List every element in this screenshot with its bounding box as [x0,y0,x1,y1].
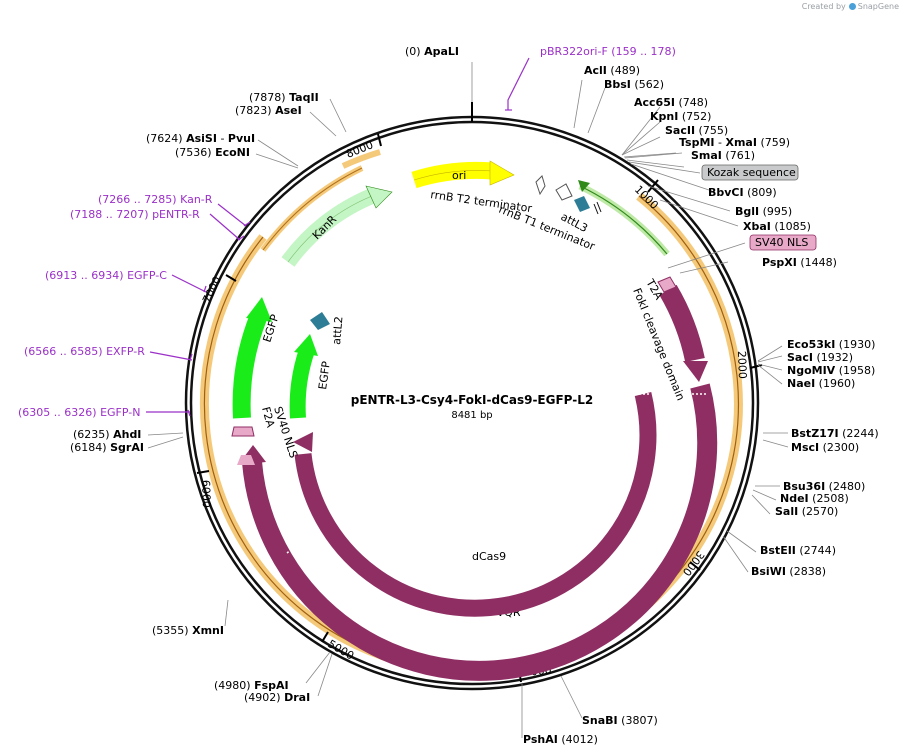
watermark-brand: SnapGene [857,2,899,11]
site-taqii: (7878) TaqII [249,91,319,104]
site-econi: (7536) EcoNI [175,146,250,159]
primer-labels: pBR322ori-F (159 .. 178) (7266 .. 7285) … [18,45,676,419]
kanr-feature: KanR [281,185,393,267]
primer-kan-r: (7266 .. 7285) Kan-R [98,193,213,206]
dcas9-label: dCas9 [472,550,506,563]
site-tspmi-xmai: TspMI - XmaI (759) [679,136,790,149]
primer-pbr322ori-f: pBR322ori-F (159 .. 178) [540,45,676,58]
attl2-feature: attL2 [310,312,345,345]
egfp-inner-feature: EGFP [289,334,333,419]
site-eco53ki: Eco53kI (1930) [787,338,875,351]
site-apali: (0) ApaLI [405,45,459,58]
ori-feature: ori [411,160,515,189]
sv40-nls-box: SV40 NLS [749,234,817,251]
sv40-nls-box-label: SV40 NLS [755,236,808,249]
site-ngomiv: NgoMIV (1958) [787,364,875,377]
kozak-label: Kozak sequence [707,166,796,179]
site-bbvci: BbvCI (809) [708,186,777,199]
attl2-label: attL2 [330,316,345,346]
site-naei: NaeI (1960) [787,377,855,390]
primer-exfp-r: (6566 .. 6585) EXFP-R [24,345,145,358]
site-acc65i: Acc65I (748) [634,96,708,109]
ori-label: ori [452,169,466,182]
dcas9-feature: dCas9 [293,391,657,617]
site-leader-lines [147,62,789,738]
site-snabi: SnaBI (3807) [582,714,658,727]
tick-label-6000: 6000 [199,480,213,508]
snapgene-watermark: Created by SnapGene [802,2,899,11]
primer-pentr-r: (7188 .. 7207) pENTR-R [70,208,200,221]
primer-egfp-n: (6305 .. 6326) EGFP-N [18,406,140,419]
primer-egfp-c: (6913 .. 6934) EGFP-C [45,269,167,282]
site-bstz17i: BstZ17I (2244) [791,427,879,440]
plasmid-name: pENTR-L3-Csy4-FokI-dCas9-EGFP-L2 [351,393,593,407]
site-fspai: (4980) FspAI [214,679,289,692]
site-asisi-pvui: (7624) AsiSI - PvuI [146,132,255,145]
site-drai: (4902) DraI [244,691,310,704]
site-sgrai: (6184) SgrAI [70,441,144,454]
site-acli: AclI (489) [584,64,640,77]
f2a-label: F2A [259,405,277,429]
site-ahdi: (6235) AhdI [73,428,141,441]
site-bbsi: BbsI (562) [604,78,664,91]
site-xmni: (5355) XmnI [152,624,224,637]
site-sali: SalI (2570) [775,505,838,518]
site-labels: (0) ApaLI AclI (489) BbsI (562) Acc65I (… [70,45,879,746]
site-pshai: PshAI (4012) [523,733,598,746]
site-bsteii: BstEII (2744) [760,544,836,557]
egfp-inner-label: EGFP [316,360,333,390]
site-saci: SacI (1932) [787,351,853,364]
plasmid-title: pENTR-L3-Csy4-FokI-dCas9-EGFP-L2 8481 bp [351,393,593,421]
site-bsu36i: Bsu36I (2480) [783,480,865,493]
site-sacii: SacII (755) [665,124,728,137]
site-bsiwi: BsiWI (2838) [751,565,826,578]
site-kpni: KpnI (752) [650,110,711,123]
site-msci: MscI (2300) [791,441,859,454]
site-ndei: NdeI (2508) [780,492,849,505]
site-asei: (7823) AseI [235,104,302,117]
kozak-box: Kozak sequence [701,164,799,181]
foki-feature: FokI cleavage domain [630,284,708,402]
site-smai: SmaI (761) [691,149,755,162]
egfp-outer-feature: EGFP [232,297,282,419]
cas9-vqr-feature: Cas9 VQR [238,383,718,681]
plasmid-size: 8481 bp [451,410,492,421]
tick-label-2000: 2000 [735,351,749,379]
primer-markers [146,57,530,417]
site-xbai: XbaI (1085) [743,220,811,233]
site-bgli: BglI (995) [735,205,792,218]
terminators-feature: rrnB T2 terminator rrnB T1 terminator at… [430,175,602,253]
snapgene-logo-icon [848,3,856,10]
site-pspxi: PspXI (1448) [762,256,837,269]
watermark-prefix: Created by [801,2,846,11]
